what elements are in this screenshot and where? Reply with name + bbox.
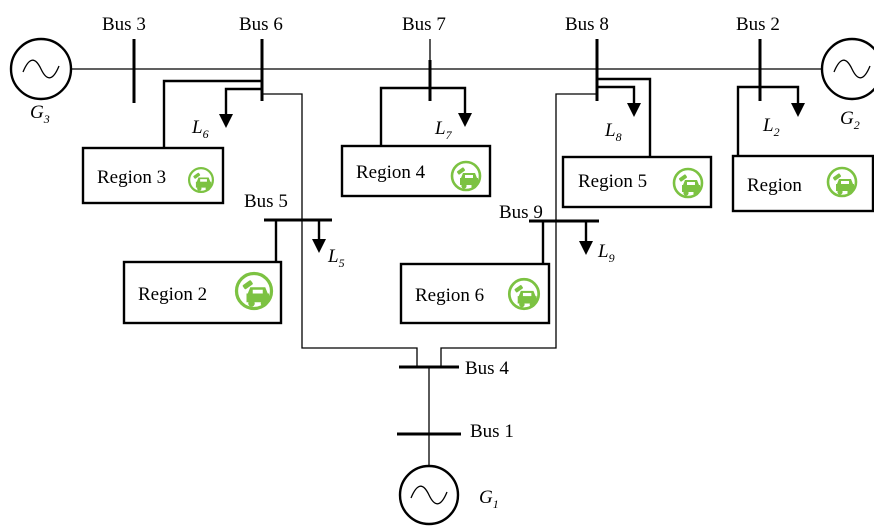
- region6-label: Region 6: [415, 285, 484, 306]
- sine-wave-icon: [410, 485, 448, 505]
- bus7-feeders: [379, 86, 467, 146]
- bus1-label: Bus 1: [470, 421, 514, 442]
- bus4-label: Bus 4: [465, 358, 509, 379]
- bus2-feeders: [736, 85, 800, 156]
- load-l8-feeder: [597, 85, 636, 104]
- generator-g1: G1: [398, 464, 499, 526]
- load-l9-arrow: [579, 241, 593, 255]
- load-l7-arrow: [458, 113, 472, 127]
- generator-g3: G3: [9, 37, 73, 126]
- load-l5-arrow: [312, 239, 326, 253]
- region2-label: Region 2: [138, 284, 207, 305]
- generator-g2-symbol: [820, 37, 874, 101]
- sine-wave-icon: [22, 59, 60, 79]
- load-l6-feeder: [224, 87, 262, 115]
- bus6-label: Bus 6: [239, 14, 283, 35]
- generator-g2: G2: [820, 37, 874, 132]
- region3-box: Region 3: [81, 146, 225, 205]
- region1-label: Region: [747, 175, 802, 196]
- region4-box: Region 4: [340, 144, 492, 198]
- region6-box: Region 6: [399, 262, 551, 325]
- region5-box: Region 5: [561, 155, 713, 209]
- region4-label: Region 4: [356, 162, 426, 183]
- line-bus8-bus4: [440, 93, 597, 356]
- bus7-label: Bus 7: [402, 14, 446, 35]
- generator-g3-label: G3: [30, 102, 50, 126]
- generator-g1-label: G1: [479, 487, 499, 511]
- load-l5-label: L5: [327, 246, 345, 270]
- load-l7-label: L7: [434, 118, 453, 142]
- bus9-label: Bus 9: [499, 202, 543, 223]
- region5-label: Region 5: [578, 171, 647, 192]
- generator-g2-label: G2: [840, 108, 860, 132]
- region3-connection: [162, 79, 262, 148]
- load-l8-label: L8: [604, 120, 622, 144]
- load-l6-label: L6: [191, 117, 209, 141]
- region5-connection: [597, 77, 652, 157]
- bus2-label: Bus 2: [736, 14, 780, 35]
- load-l9-label: L9: [597, 241, 615, 265]
- region2-box: Region 2: [122, 260, 283, 325]
- line-bus6-bus4: [262, 93, 418, 356]
- region3-label: Region 3: [97, 167, 166, 188]
- load-l2-arrow: [791, 103, 805, 117]
- bus3-label: Bus 3: [102, 14, 146, 35]
- bus5-label: Bus 5: [244, 191, 288, 212]
- sine-wave-icon: [833, 59, 871, 79]
- bus8-label: Bus 8: [565, 14, 609, 35]
- load-l8-arrow: [627, 103, 641, 117]
- load-l2-label: L2: [762, 115, 780, 139]
- region1-box: Region: [731, 154, 874, 213]
- load-l6-arrow: [219, 114, 233, 128]
